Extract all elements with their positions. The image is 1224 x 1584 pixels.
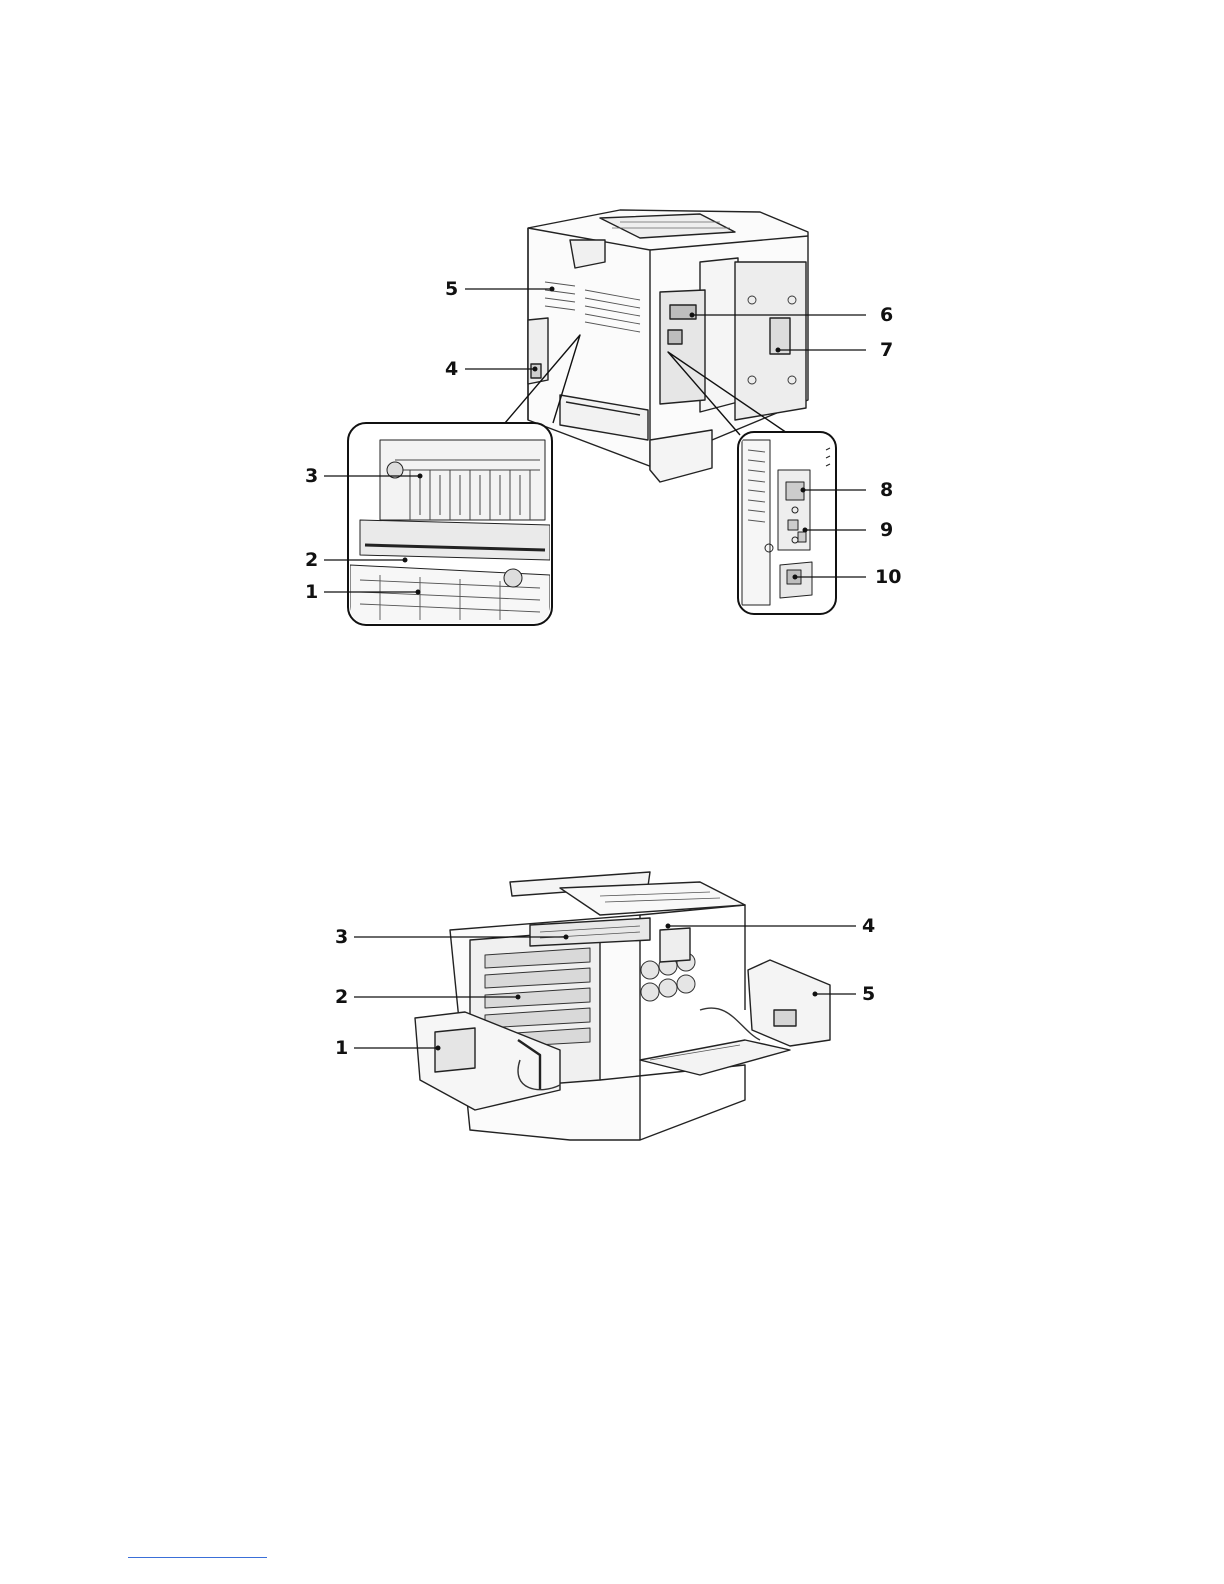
internal-callout-4: 4 bbox=[862, 917, 875, 936]
rear-door-inset bbox=[348, 423, 552, 625]
rear-callout-9: 9 bbox=[880, 521, 893, 540]
rear-callout-3: 3 bbox=[305, 467, 318, 486]
internal-callout-1: 1 bbox=[335, 1039, 348, 1058]
internal-callout-3: 3 bbox=[335, 928, 348, 947]
internal-printer-body bbox=[415, 872, 830, 1140]
internal-callout-2: 2 bbox=[335, 988, 348, 1007]
rear-callout-5: 5 bbox=[445, 280, 458, 299]
rear-callout-2: 2 bbox=[305, 551, 318, 570]
ports-inset bbox=[738, 432, 836, 614]
rear-callout-10: 10 bbox=[875, 568, 901, 587]
rear-callout-4: 4 bbox=[445, 360, 458, 379]
footer-rule bbox=[128, 1557, 267, 1558]
rear-callout-1: 1 bbox=[305, 583, 318, 602]
rear-callout-7: 7 bbox=[880, 341, 893, 360]
internal-callout-5: 5 bbox=[862, 985, 875, 1004]
rear-callout-6: 6 bbox=[880, 306, 893, 325]
rear-callout-8: 8 bbox=[880, 481, 893, 500]
